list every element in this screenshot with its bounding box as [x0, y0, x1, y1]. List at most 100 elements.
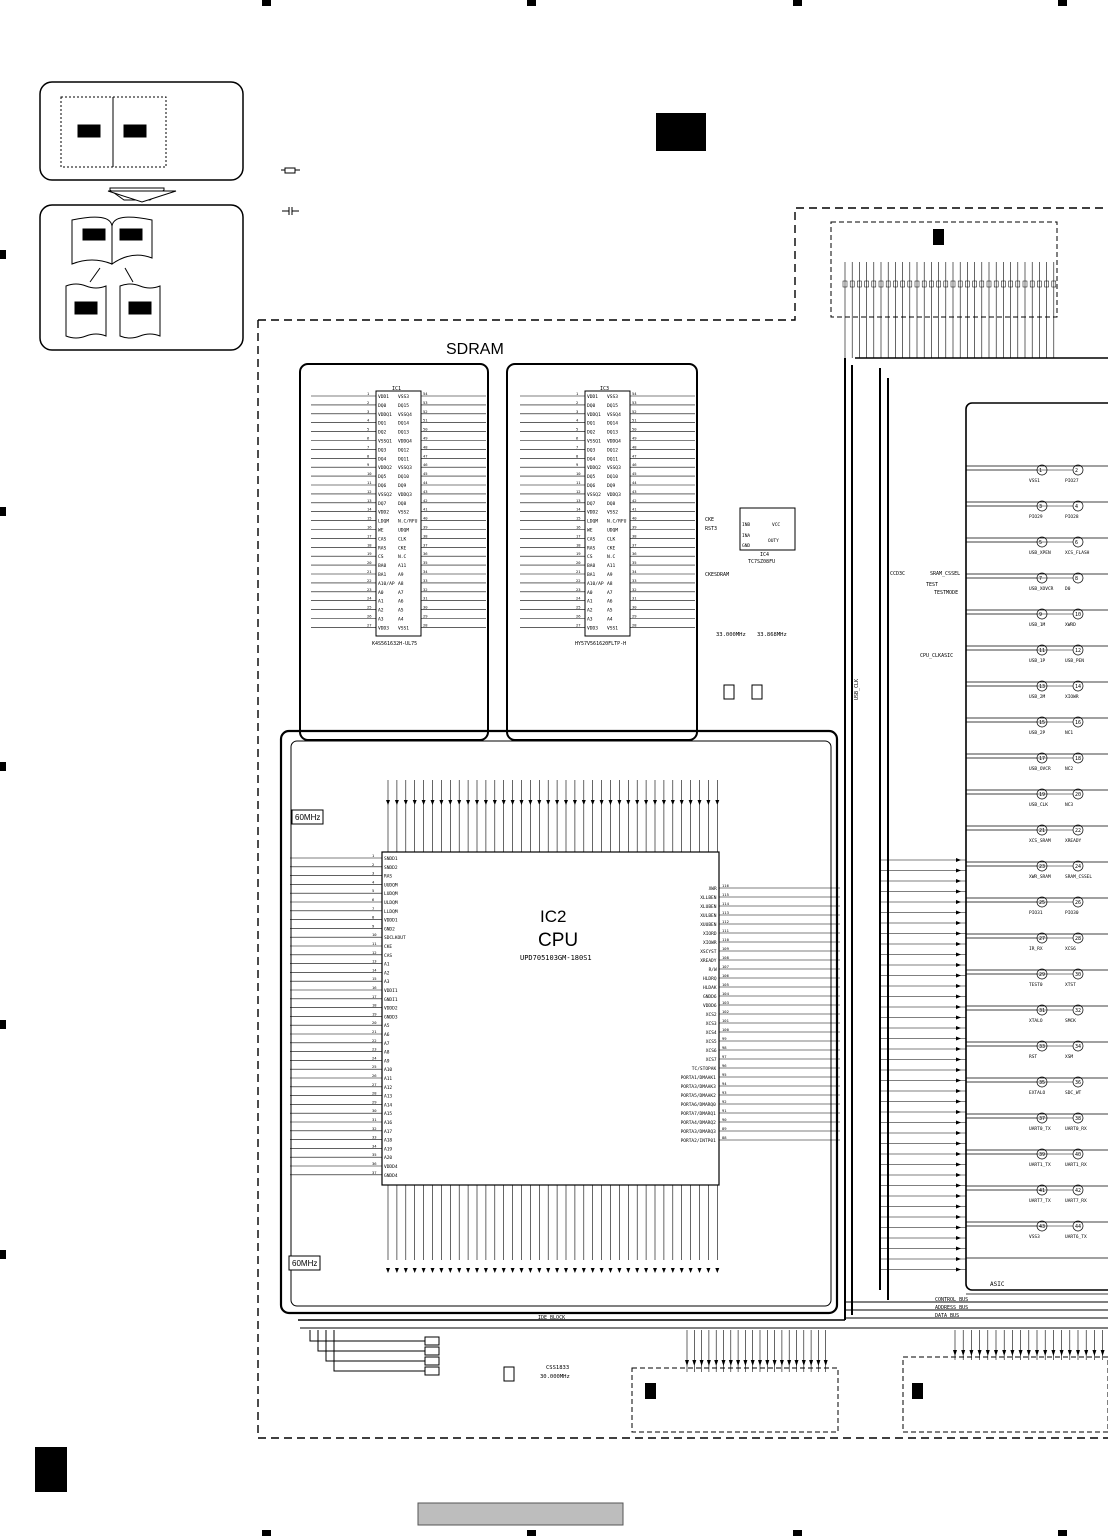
pin-number: 47: [423, 453, 428, 458]
legend-symbols: [281, 167, 300, 215]
pin-tab: [986, 280, 992, 288]
pin-label: DQ10: [607, 474, 618, 480]
cpu-left-pin-label: A12: [384, 1085, 392, 1091]
arrow: [956, 1026, 961, 1030]
arrow: [1018, 1350, 1023, 1356]
pin-label: A11: [607, 563, 616, 569]
pin-label: A10/AP: [587, 581, 604, 587]
arrow: [1059, 1350, 1064, 1356]
pin-number: 21: [367, 569, 372, 574]
pin-number: 35: [372, 1152, 377, 1157]
pin-label: VDDQ1: [378, 412, 392, 418]
pin-number: 18: [372, 1003, 377, 1008]
pin-label: VDD2: [587, 510, 598, 516]
pin-tab: [871, 280, 877, 288]
pin-tab: [979, 280, 985, 288]
asic-pin-name: UART7_TX: [1029, 1198, 1051, 1204]
clock-label-box-1: [291, 809, 324, 825]
crystal-components: [503, 684, 763, 1382]
arrow: [403, 1268, 408, 1273]
pin-number: 51: [423, 418, 428, 423]
arrow: [475, 800, 479, 805]
pin-number: 25: [367, 605, 372, 610]
pin-label: VDD1: [378, 394, 389, 400]
pin-number: 36: [372, 1161, 377, 1166]
pin-tab: [878, 280, 884, 288]
ic3-sdram-chip: IC3 HY57V561620FLTP-H VDD11DQ02VDDQ13DQ1…: [520, 386, 695, 647]
pin-number: 36: [423, 551, 428, 556]
pin-tab: [957, 280, 963, 288]
ic3-ref: IC3: [600, 386, 609, 392]
pin-number: 26: [367, 614, 372, 619]
pin-number: 113: [722, 910, 729, 915]
pin-number: 47: [632, 453, 637, 458]
cpu-left-pin-label: ULDQM: [384, 900, 398, 906]
pin-number: 9: [576, 462, 579, 467]
ic4-pin-vcc: VCC: [772, 522, 780, 528]
pin-label: DQ13: [607, 430, 618, 436]
pin-label: VDDQ4: [398, 439, 412, 445]
asic-pin-number: 19: [1039, 792, 1045, 798]
asic-pin-name: SRAM_CSSEL: [1065, 874, 1092, 880]
pin-number: 45: [632, 471, 637, 476]
pin-tab: [929, 280, 934, 288]
pin-number: 25: [372, 1064, 377, 1069]
pin-number: 49: [632, 436, 637, 441]
asic-pin-number: 10: [1075, 612, 1081, 618]
pin-label: WE: [587, 528, 593, 534]
pin-label: VDD2: [378, 510, 389, 516]
pin-number: 52: [632, 409, 637, 414]
top-connector-marker: [933, 229, 944, 245]
arrow: [644, 800, 649, 805]
pin-number: 46: [423, 462, 428, 467]
asic-pin-number: 43: [1039, 1224, 1045, 1230]
cpu-right-pin-label: XSCYST: [700, 949, 717, 955]
asic-pin-number: 12: [1075, 648, 1081, 654]
pin-number: 29: [632, 614, 637, 619]
clock-label-2: 60MHz: [292, 1259, 317, 1268]
pin-number: 14: [367, 507, 372, 512]
pin-number: 22: [372, 1038, 377, 1043]
pin-number: 38: [632, 533, 637, 538]
pin-label: VSSQ4: [398, 412, 412, 418]
pin-label: DQ5: [378, 474, 387, 480]
asic-pin-name: UART0_TX: [1029, 1126, 1051, 1132]
pin-number: 48: [632, 444, 637, 449]
pin-number: 10: [372, 932, 377, 937]
asic-pin-number: 29: [1039, 972, 1045, 978]
arrow: [956, 1246, 961, 1251]
asic-pin-name: XWRD: [1065, 622, 1076, 628]
cpu-left-pin-label: LLDQM: [384, 909, 398, 915]
pin-label: A4: [607, 617, 613, 623]
pin-label: VSSQ1: [587, 439, 601, 445]
pin-label: DQ2: [378, 430, 387, 436]
arrow: [430, 800, 435, 805]
pin-number: 39: [632, 525, 637, 530]
cpu-left-pin-label: A14: [384, 1102, 392, 1108]
asic-pin-name: XTST: [1065, 982, 1076, 988]
cpu-bottom-pins: [386, 1185, 720, 1273]
asic-pin-name: USB_PEN: [1065, 658, 1084, 664]
cpu-left-pin-label: A20: [384, 1155, 392, 1161]
asic-pin-name: PIO30: [1065, 910, 1079, 916]
pin-number: 112: [722, 919, 729, 924]
pin-label: A0: [378, 590, 384, 596]
arrow: [590, 1268, 595, 1273]
pin-number: 28: [372, 1091, 377, 1096]
arrow: [394, 800, 399, 805]
asic-pin-name: IR_RX: [1029, 946, 1043, 952]
pin-number: 15: [367, 516, 372, 521]
pin-tab: [907, 280, 913, 288]
pin-label: VSSQ2: [378, 492, 392, 498]
pin-number: 52: [423, 409, 428, 414]
arrow: [421, 1268, 426, 1273]
pin-label: DQ4: [378, 456, 387, 462]
pin-number: 99: [722, 1036, 727, 1041]
pin-number: 11: [367, 480, 372, 485]
pin-label: A9: [398, 572, 404, 578]
data-bus-label: DATA_BUS: [935, 1313, 959, 1319]
pin-number: 43: [632, 489, 637, 494]
pin-tab: [857, 280, 862, 288]
ic4-ref: IC4: [760, 552, 769, 558]
pin-number: 42: [632, 498, 637, 503]
